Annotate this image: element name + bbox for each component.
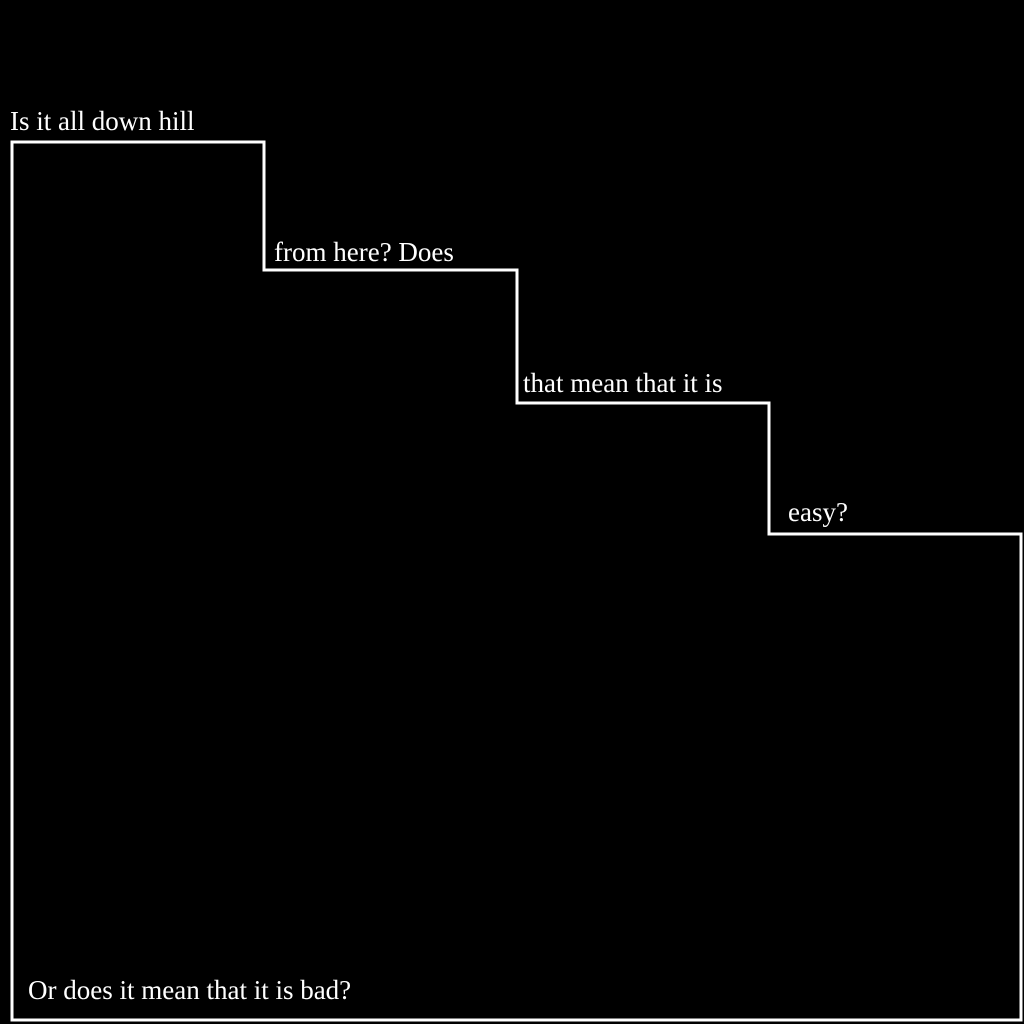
text-line-1: Is it all down hill [10,106,195,136]
text-line-5: Or does it mean that it is bad? [28,975,352,1005]
text-line-4: easy? [788,497,848,527]
staircase-path [10,140,1023,1022]
text-line-2: from here? Does [274,237,454,267]
text-line-3: that mean that it is [523,368,723,398]
